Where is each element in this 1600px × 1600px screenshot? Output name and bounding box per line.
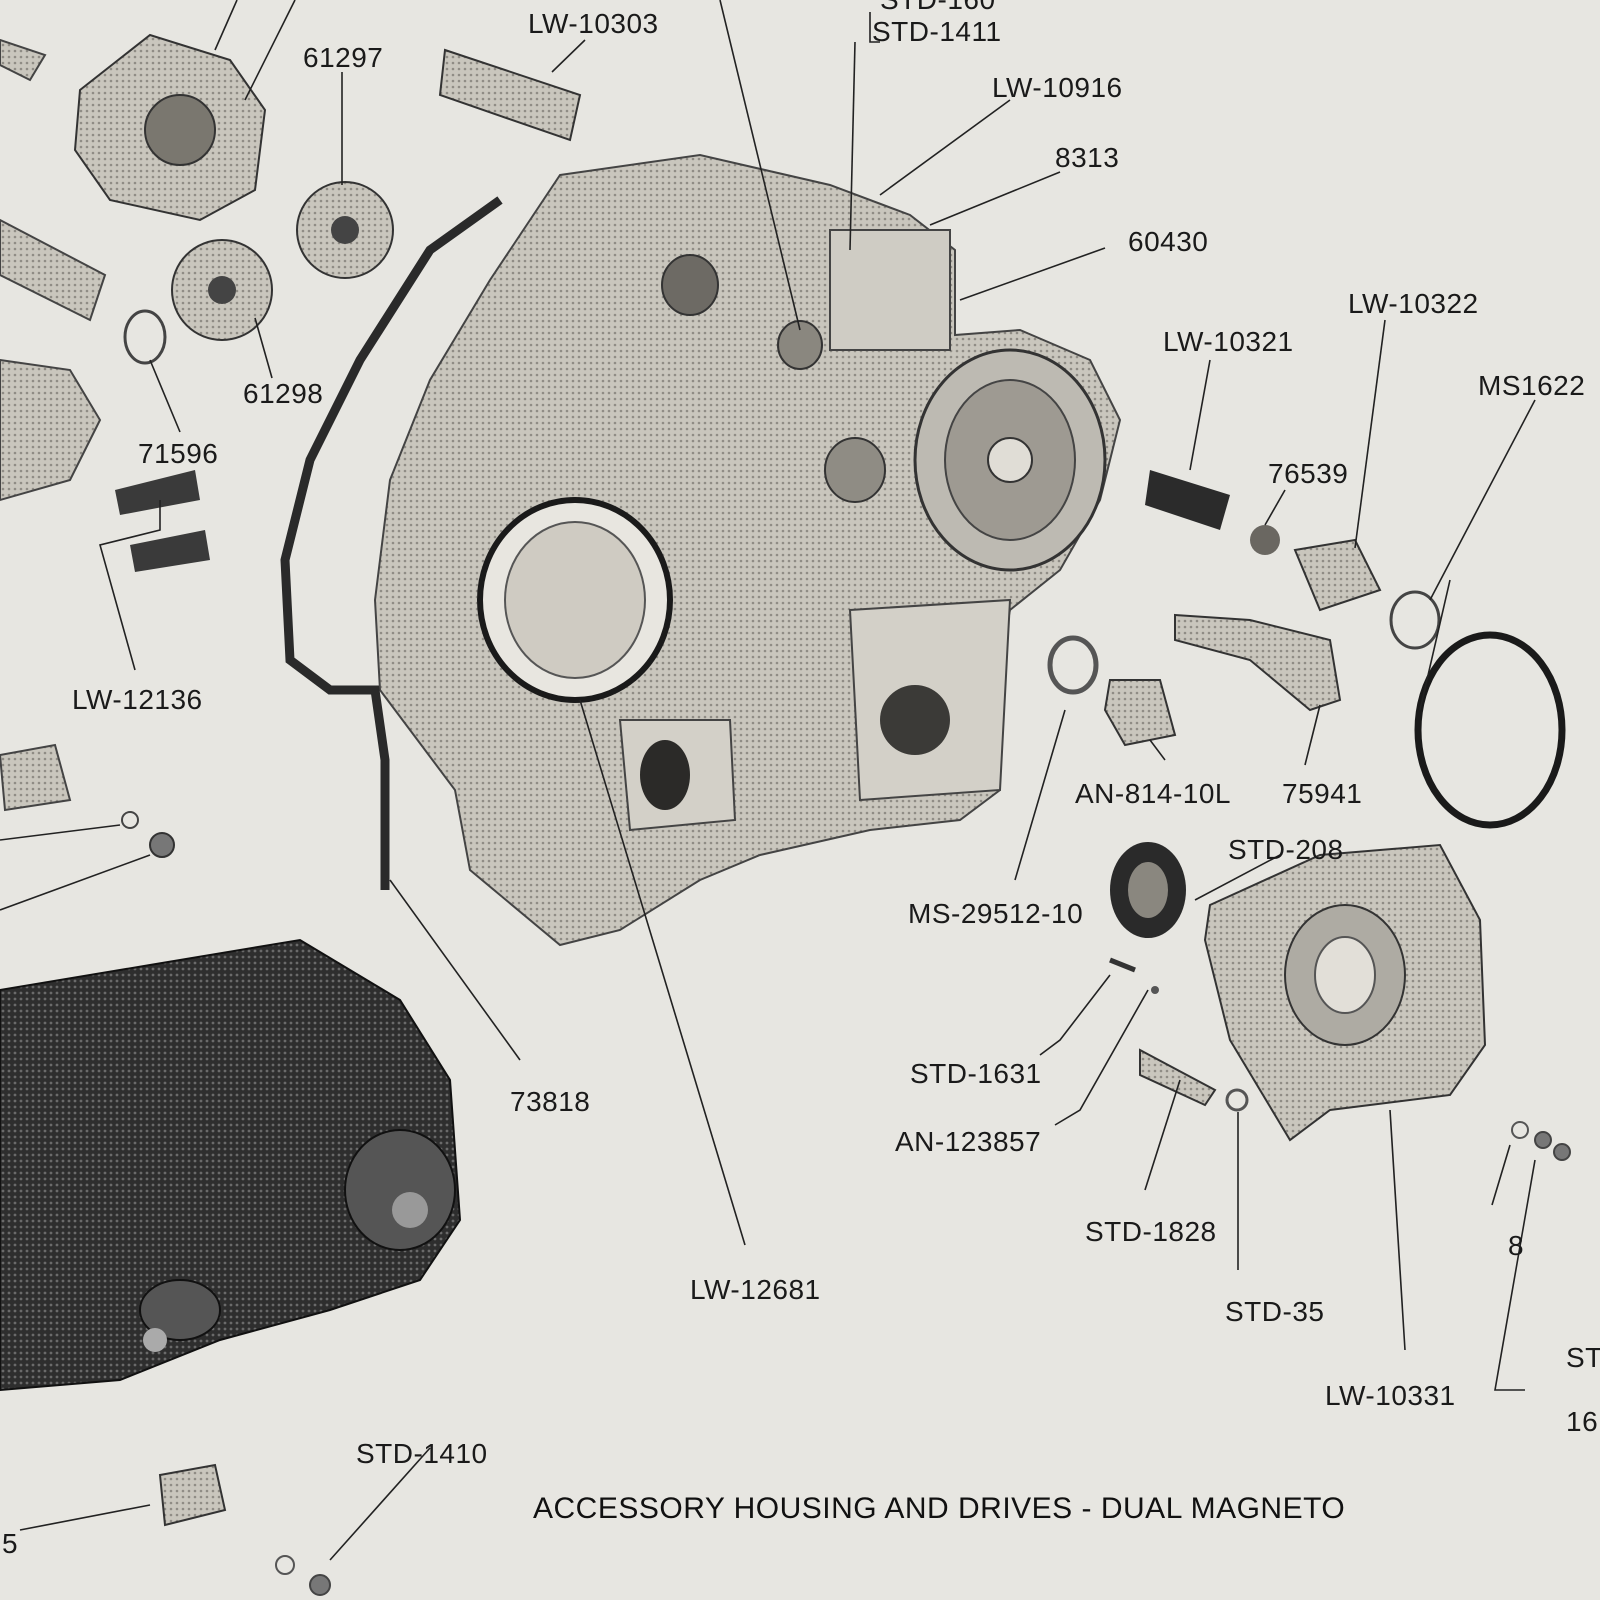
label-61297: 61297: [303, 42, 384, 73]
washer-right-1: [1511, 1121, 1529, 1139]
keys-lw-12136: [115, 470, 210, 572]
cage-lw-10322: [1293, 538, 1382, 612]
label-16: 16: [1566, 1406, 1599, 1437]
diagram-title: ACCESSORY HOUSING AND DRIVES - DUAL MAGN…: [533, 1492, 1346, 1525]
label-an-123857: AN-123857: [895, 1126, 1042, 1157]
label-75941: 75941: [1282, 778, 1363, 809]
label-61298: 61298: [243, 378, 324, 409]
snap-ring-ms1622: [1389, 590, 1441, 650]
label-8313: 8313: [1055, 142, 1120, 173]
nut-bottom: [309, 1574, 331, 1596]
ball-an-123857: [1151, 986, 1159, 994]
gear-61297: [296, 181, 394, 279]
label-lw-10303: LW-10303: [528, 8, 659, 39]
ball-76539: [1250, 525, 1280, 555]
washer-left: [121, 811, 139, 829]
label-lw-10331: LW-10331: [1325, 1380, 1456, 1411]
dual-magneto: [0, 938, 462, 1392]
label-73818: 73818: [510, 1086, 591, 1117]
pump-cover: [73, 33, 267, 222]
label-5: 5: [2, 1528, 19, 1559]
label-std-35: STD-35: [1225, 1296, 1325, 1327]
oil-seal-bore: [1128, 862, 1168, 918]
pin-std-1631: [1109, 957, 1136, 973]
label-std-1410: STD-1410: [356, 1438, 488, 1469]
label-lw-10321: LW-10321: [1163, 326, 1294, 357]
label-60430: 60430: [1128, 226, 1209, 257]
label-76539: 76539: [1268, 458, 1349, 489]
washer-std-35: [1225, 1088, 1249, 1112]
label-ms-29512-10: MS-29512-10: [908, 898, 1084, 929]
label-8: 8: [1508, 1230, 1525, 1261]
label-lw-10916: LW-10916: [992, 72, 1123, 103]
label-lw-12136: LW-12136: [72, 684, 203, 715]
label-lw-10322: LW-10322: [1348, 288, 1479, 319]
washer-ms-29512-10: [1047, 635, 1099, 695]
block-left: [0, 743, 72, 812]
left-pump-body: [0, 358, 102, 502]
label-ms1622: MS1622: [1478, 370, 1586, 401]
nut-right-2: [1553, 1143, 1571, 1161]
label-std-1631: STD-1631: [910, 1058, 1042, 1089]
nut-right-1: [1534, 1131, 1552, 1149]
label-71596: 71596: [138, 438, 219, 469]
valve-75941: [1174, 613, 1342, 712]
washer-bottom: [275, 1555, 295, 1575]
nut-left: [149, 832, 175, 858]
label-st: ST: [1566, 1342, 1600, 1373]
label-lw-12681: LW-12681: [690, 1274, 821, 1305]
shaft-upper-left: [0, 38, 47, 82]
shaft-left: [0, 218, 107, 322]
label-std-208: STD-208: [1228, 834, 1344, 865]
label-std-160: STD-160: [880, 0, 996, 14]
cover-lw-10331: [1203, 843, 1487, 1142]
plug-an-814-10l: [1103, 679, 1177, 747]
leader-lines: [0, 0, 1536, 1561]
spring-lw-10321: [1145, 470, 1230, 530]
stud-std-1828: [1139, 1048, 1217, 1107]
o-ring-large: [1414, 631, 1566, 829]
ring-71596: [123, 309, 167, 365]
housing-gasket: [280, 196, 503, 890]
label-std-1411: STD-1411: [872, 16, 1002, 47]
label-an-814-10l: AN-814-10L: [1075, 778, 1231, 809]
block-bottom-left: [158, 1463, 227, 1527]
label-std-1828: STD-1828: [1085, 1216, 1217, 1247]
accessory-housing: [373, 153, 1122, 947]
sleeve-lw-10303: [438, 48, 582, 142]
gear-61298: [171, 239, 273, 341]
